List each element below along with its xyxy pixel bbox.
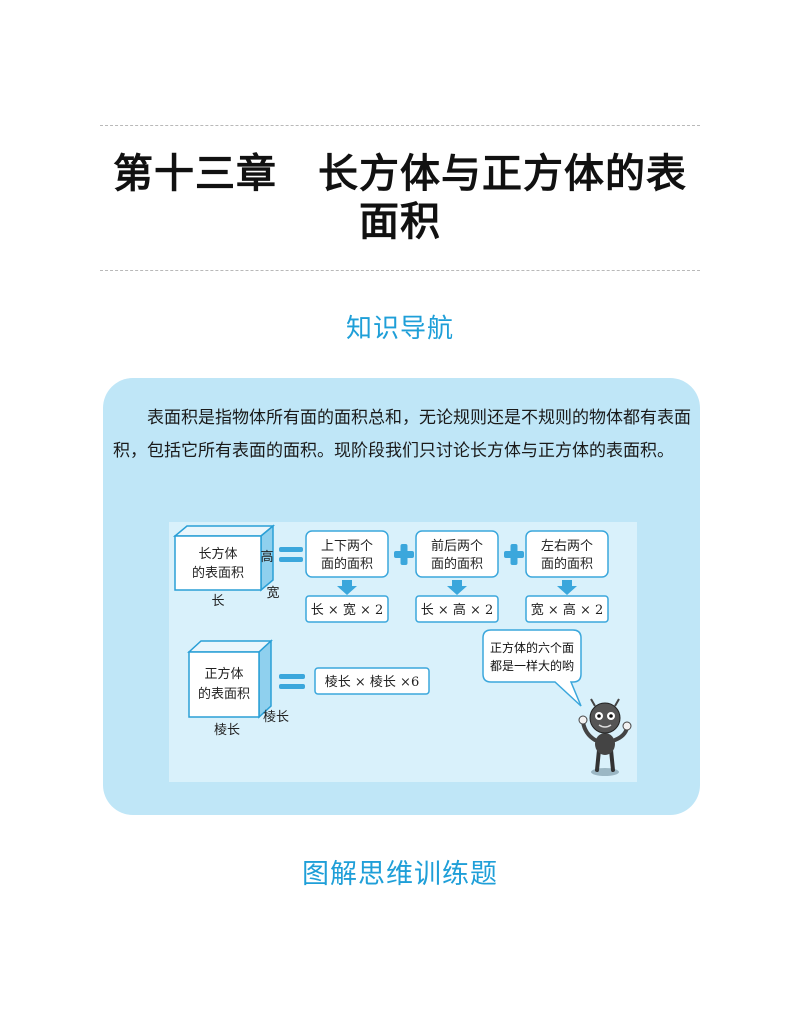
- equals-icon: [279, 674, 305, 689]
- cube-label-line2: 的表面积: [198, 686, 250, 702]
- speech-bubble: 正方体的六个面 都是一样大的哟: [482, 629, 582, 707]
- cube-formula-text: 棱长 × 棱长 ×6: [325, 674, 419, 690]
- cube-edge-side-label: 棱长: [263, 709, 289, 725]
- face-front-back: 前后两个 面的面积 长 × 高 × 2: [415, 530, 499, 623]
- face-left-right-line2: 面的面积: [541, 556, 593, 572]
- knowledge-panel: 表面积是指物体所有面的面积总和，无论规则还是不规则的物体都有表面积，包括它所有表…: [103, 378, 700, 815]
- intro-paragraph: 表面积是指物体所有面的面积总和，无论规则还是不规则的物体都有表面积，包括它所有表…: [113, 408, 691, 461]
- formula-left-right: 宽 × 高 × 2: [531, 602, 604, 618]
- plus-icon: [504, 544, 524, 565]
- cuboid-length-label: 长: [211, 594, 224, 609]
- bottom-divider: [100, 270, 700, 271]
- cuboid-label-line1: 长方体: [198, 546, 237, 562]
- section-heading-knowledge: 知识导航: [345, 314, 454, 344]
- cube-figure: 正方体 的表面积 棱长 棱长: [187, 639, 289, 738]
- face-left-right: 左右两个 面的面积 宽 × 高 × 2: [525, 530, 609, 623]
- surface-area-diagram: 长方体 的表面积 高 宽 长 上下两个 面的面积 长 × 宽 × 2: [169, 522, 637, 782]
- face-top-bottom: 上下两个 面的面积 长 × 宽 × 2: [305, 530, 389, 623]
- equals-icon: [279, 547, 303, 562]
- chapter-title: 第十三章 长方体与正方体的表 面积: [100, 150, 700, 246]
- mascot-character-icon: [578, 698, 632, 776]
- cuboid-width-label: 宽: [266, 585, 279, 601]
- face-front-back-line1: 前后两个: [431, 538, 483, 554]
- arrow-down-icon: [447, 580, 467, 595]
- bubble-line1: 正方体的六个面: [490, 640, 574, 655]
- cuboid-height-label: 高: [260, 549, 273, 565]
- section-heading-training: 图解思维训练题: [302, 859, 498, 890]
- cuboid-label-line2: 的表面积: [192, 565, 244, 581]
- face-top-bottom-line2: 面的面积: [321, 556, 373, 572]
- face-top-bottom-line1: 上下两个: [321, 539, 373, 554]
- face-left-right-line1: 左右两个: [541, 539, 593, 554]
- arrow-down-icon: [557, 580, 577, 595]
- formula-top-bottom: 长 × 宽 × 2: [311, 602, 384, 618]
- bubble-line2: 都是一样大的哟: [490, 658, 574, 673]
- plus-icon: [394, 544, 414, 565]
- arrow-down-icon: [337, 580, 357, 595]
- face-front-back-line2: 面的面积: [431, 556, 483, 572]
- chapter-title-line1: 第十三章 长方体与正方体的表: [113, 150, 687, 197]
- cube-formula: 棱长 × 棱长 ×6: [314, 667, 430, 695]
- top-divider: [100, 125, 700, 126]
- formula-front-back: 长 × 高 × 2: [421, 602, 494, 618]
- cube-edge-bottom-label: 棱长: [214, 722, 240, 738]
- cuboid-figure: 长方体 的表面积 高 宽 长: [172, 524, 280, 609]
- cube-label-line1: 正方体: [204, 666, 243, 682]
- chapter-title-line2: 面积: [359, 198, 441, 245]
